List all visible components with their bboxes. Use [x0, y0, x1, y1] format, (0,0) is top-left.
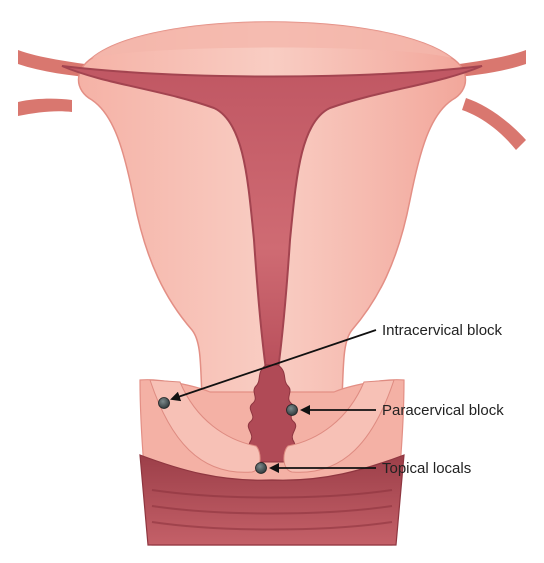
right-lower-tube [462, 98, 526, 150]
intracervical-site-dot [159, 398, 170, 409]
topical-site-dot [256, 463, 267, 474]
intracervical-label: Intracervical block [382, 322, 503, 339]
topical-label: Topical locals [382, 460, 471, 477]
paracervical-label: Paracervical block [382, 402, 504, 419]
paracervical-site-dot [287, 405, 298, 416]
left-lower-tube [18, 99, 72, 116]
